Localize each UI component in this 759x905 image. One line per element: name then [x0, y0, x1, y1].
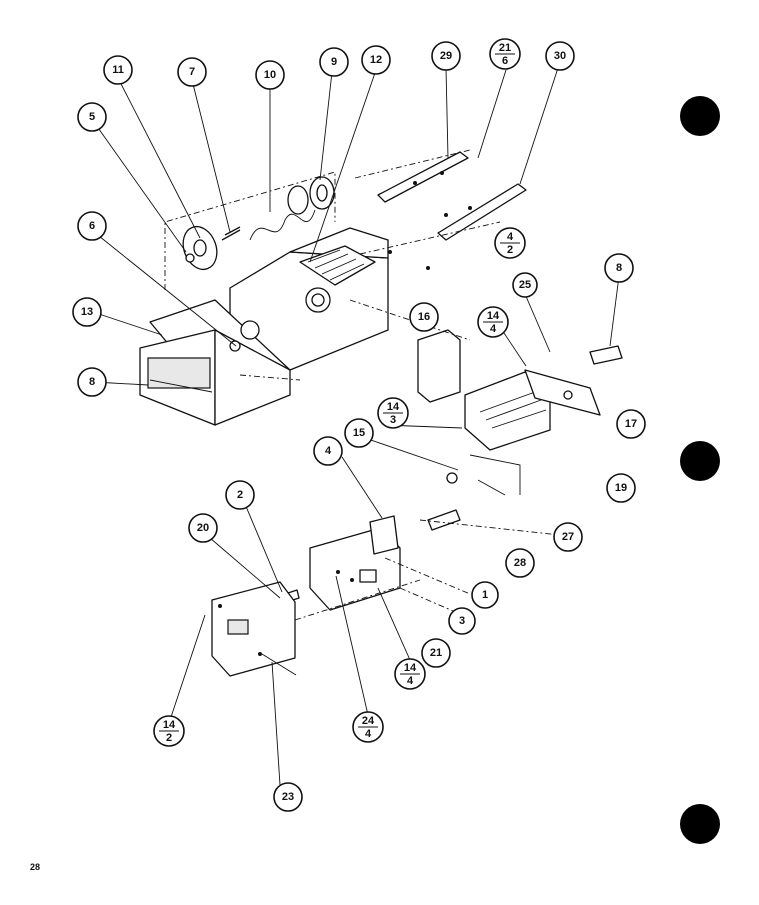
svg-text:2: 2 — [166, 732, 172, 744]
binder-hole-bottom — [680, 804, 720, 844]
svg-text:14: 14 — [487, 310, 500, 322]
callout-29: 29 — [431, 41, 461, 71]
svg-text:4: 4 — [365, 728, 372, 740]
svg-text:10: 10 — [264, 69, 276, 81]
callout-20: 20 — [188, 513, 218, 543]
fraction-callout-14-3: 14 3 — [377, 397, 409, 429]
callout-27: 27 — [553, 522, 583, 552]
auger-assembly — [164, 171, 336, 290]
svg-text:15: 15 — [353, 427, 365, 439]
fraction-callout-24-4: 24 4 — [352, 711, 384, 743]
callout-19: 19 — [606, 473, 636, 503]
callout-13: 13 — [72, 297, 102, 327]
svg-text:6: 6 — [89, 220, 95, 232]
callout-8-right: 8 — [604, 253, 634, 283]
slide-rails — [354, 149, 527, 270]
callout-12: 12 — [361, 45, 391, 75]
callout-25: 25 — [512, 272, 538, 298]
svg-text:5: 5 — [89, 111, 95, 123]
callout-2: 2 — [225, 480, 255, 510]
svg-text:25: 25 — [519, 279, 531, 291]
fraction-callout-14-2: 14 2 — [153, 715, 185, 747]
svg-text:13: 13 — [81, 306, 93, 318]
ice-maker-assembly — [417, 329, 623, 496]
svg-text:4: 4 — [507, 231, 514, 243]
svg-text:6: 6 — [502, 55, 508, 67]
svg-text:3: 3 — [459, 615, 465, 627]
svg-text:4: 4 — [325, 445, 332, 457]
svg-text:19: 19 — [615, 482, 627, 494]
callout-8-left: 8 — [77, 367, 107, 397]
binder-hole-middle — [680, 441, 720, 481]
callout-layer: 11 7 10 9 12 5 6 13 8 29 30 25 8 16 17 — [72, 41, 646, 812]
svg-text:17: 17 — [625, 418, 637, 430]
svg-text:4: 4 — [407, 675, 414, 687]
callout-15: 15 — [344, 418, 374, 448]
svg-text:29: 29 — [440, 50, 452, 62]
page-number: 28 — [30, 862, 41, 872]
svg-text:2: 2 — [507, 244, 513, 256]
callout-11: 11 — [103, 55, 133, 85]
callout-30: 30 — [545, 41, 575, 71]
callout-6: 6 — [77, 211, 107, 241]
svg-text:23: 23 — [282, 791, 294, 803]
callout-5: 5 — [77, 102, 107, 132]
svg-text:21: 21 — [430, 647, 442, 659]
svg-text:28: 28 — [514, 557, 526, 569]
svg-text:1: 1 — [482, 589, 488, 601]
assembly-lines — [239, 299, 561, 621]
binder-hole-top — [680, 96, 720, 136]
callout-21: 21 — [421, 638, 451, 668]
callout-4: 4 — [313, 436, 343, 466]
callout-3: 3 — [448, 607, 476, 635]
fraction-callout-21-6: 21 6 — [489, 38, 521, 70]
svg-text:16: 16 — [418, 311, 430, 323]
svg-text:14: 14 — [387, 401, 400, 413]
svg-text:21: 21 — [499, 42, 511, 54]
svg-text:8: 8 — [616, 262, 622, 274]
svg-text:27: 27 — [562, 531, 574, 543]
callout-23: 23 — [273, 782, 303, 812]
callout-10: 10 — [255, 60, 285, 90]
control-bracket — [284, 472, 461, 611]
svg-text:30: 30 — [554, 50, 566, 62]
svg-text:11: 11 — [112, 64, 124, 76]
callout-leaders — [92, 67, 620, 786]
callout-28: 28 — [505, 548, 535, 578]
callout-1: 1 — [471, 581, 499, 609]
svg-text:7: 7 — [189, 66, 195, 78]
svg-text:14: 14 — [163, 719, 176, 731]
ice-rack — [299, 245, 376, 313]
svg-text:8: 8 — [89, 376, 95, 388]
svg-text:12: 12 — [370, 54, 382, 66]
ice-bucket-housing — [139, 227, 389, 426]
fraction-callout-14-4-bottom: 14 4 — [394, 658, 426, 690]
svg-text:14: 14 — [404, 662, 417, 674]
svg-text:3: 3 — [390, 414, 396, 426]
svg-text:9: 9 — [331, 56, 337, 68]
svg-text:2: 2 — [237, 489, 243, 501]
fraction-callout-layer: 21 6 4 2 14 4 14 3 14 4 14 2 — [153, 38, 526, 747]
cover-plate — [211, 581, 296, 677]
callout-16: 16 — [409, 302, 439, 332]
fraction-callout-14-4-top: 14 4 — [477, 306, 509, 338]
callout-17: 17 — [616, 409, 646, 439]
svg-text:24: 24 — [362, 715, 375, 727]
svg-text:4: 4 — [490, 323, 497, 335]
fraction-callout-4-2: 4 2 — [494, 227, 526, 259]
callout-9: 9 — [319, 47, 349, 77]
callout-7: 7 — [177, 57, 207, 87]
svg-text:20: 20 — [197, 522, 209, 534]
